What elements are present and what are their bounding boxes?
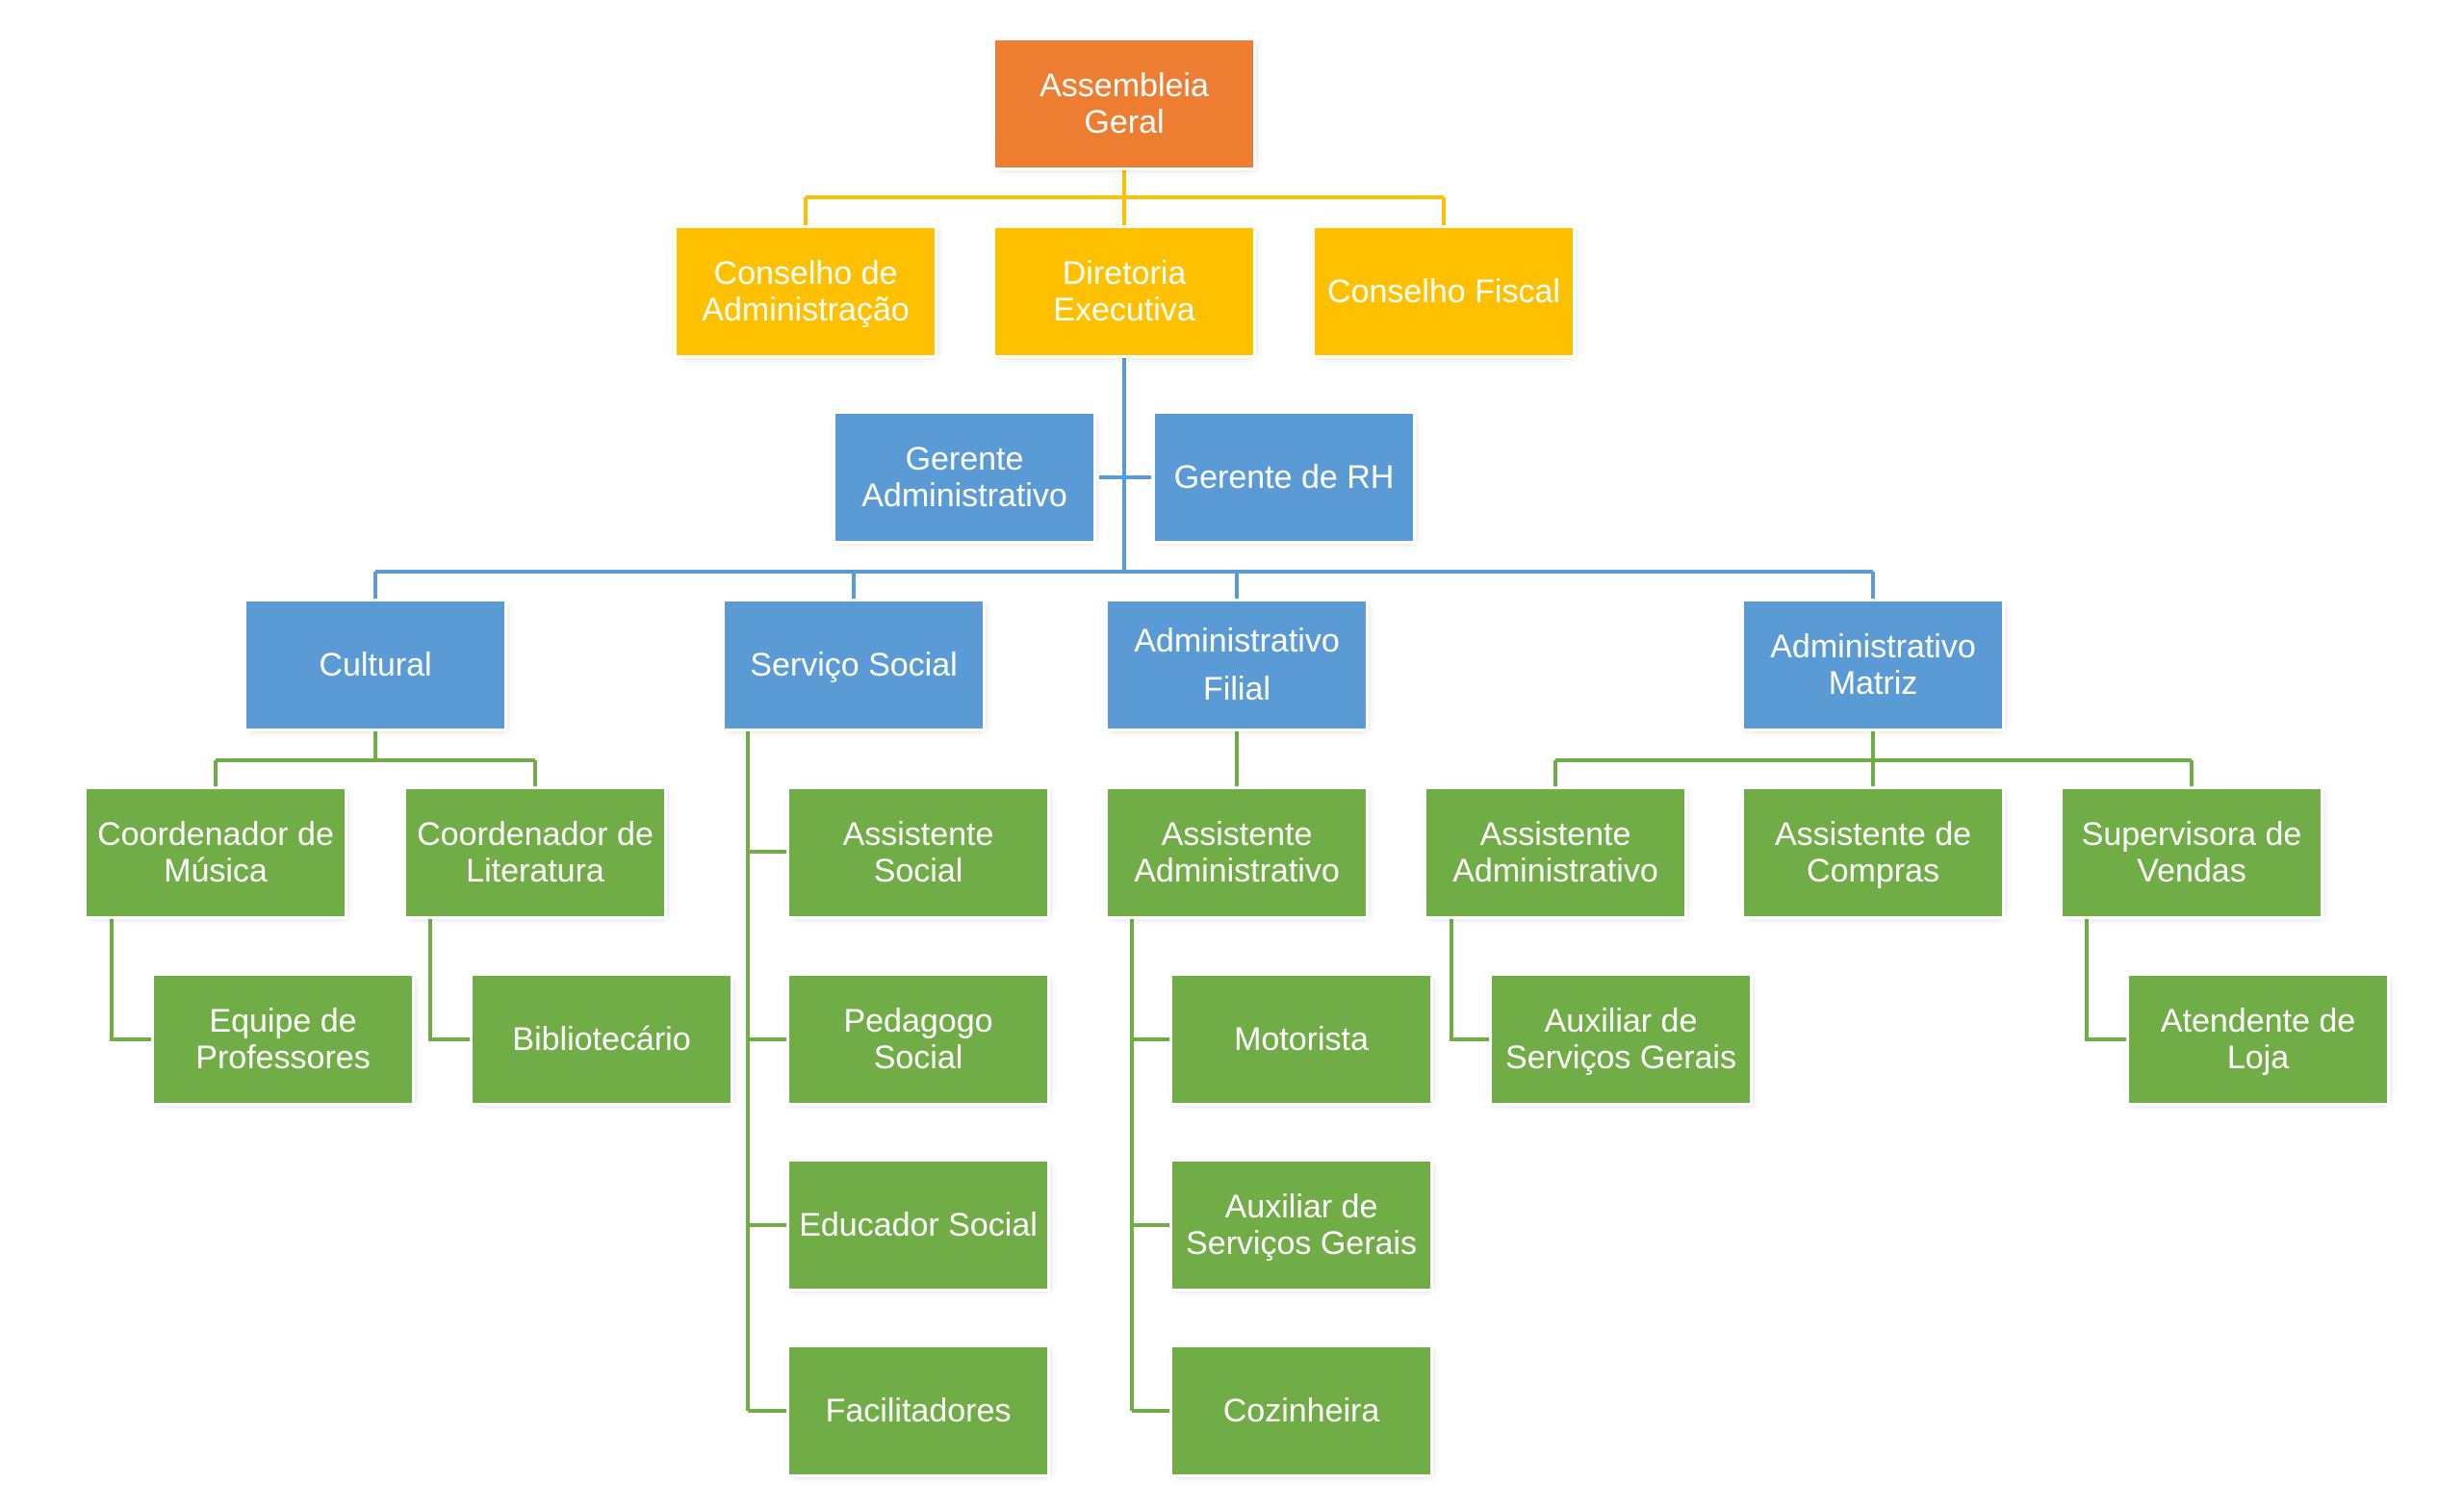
- node-label: Coordenador de Literatura: [417, 816, 654, 889]
- node-gerente-de-rh: Gerente de RH: [1155, 414, 1413, 541]
- node-label: Cozinheira: [1222, 1393, 1380, 1429]
- connector-literatura: [428, 919, 473, 1041]
- node-assistente-social: Assistente Social: [789, 789, 1047, 916]
- node-label: Serviço Social: [750, 647, 958, 683]
- node-administrativo-filial: Administrativo Filial: [1108, 601, 1366, 729]
- node-label: Gerente Administrativo: [861, 441, 1067, 514]
- node-coordenador-de-literatura: Coordenador de Literatura: [406, 789, 664, 916]
- node-facilitadores: Facilitadores: [789, 1347, 1047, 1474]
- node-label: Facilitadores: [825, 1393, 1012, 1429]
- node-gerente-administrativo: Gerente Administrativo: [835, 414, 1093, 541]
- node-conselho-fiscal: Conselho Fiscal: [1315, 228, 1573, 355]
- node-label: Pedagogo Social: [843, 1003, 993, 1076]
- node-label: Atendente de Loja: [2160, 1003, 2356, 1076]
- board-connectors: [804, 169, 1446, 228]
- node-assistente-de-compras: Assistente de Compras: [1744, 789, 2002, 916]
- node-supervisora-de-vendas: Supervisora de Vendas: [2063, 789, 2321, 916]
- node-label: Assembleia Geral: [1040, 67, 1209, 141]
- node-auxiliar-servicos-gerais-matriz: Auxiliar de Serviços Gerais: [1492, 976, 1750, 1103]
- node-cultural: Cultural: [246, 601, 504, 729]
- node-label: Educador Social: [799, 1207, 1038, 1243]
- node-label: Assistente Social: [842, 816, 994, 889]
- node-label: Supervisora de Vendas: [2081, 816, 2302, 889]
- node-cozinheira: Cozinheira: [1172, 1347, 1430, 1474]
- node-label: Conselho de Administração: [702, 255, 910, 328]
- node-auxiliar-servicos-gerais-filial: Auxiliar de Serviços Gerais: [1172, 1162, 1430, 1289]
- node-label: Auxiliar de Serviços Gerais: [1505, 1003, 1736, 1076]
- node-pedagogo-social: Pedagogo Social: [789, 976, 1047, 1103]
- connector-matriz: [1553, 731, 2194, 789]
- node-assistente-administrativo-matriz: Assistente Administrativo: [1426, 789, 1684, 916]
- node-label: Bibliotecário: [512, 1021, 691, 1058]
- node-equipe-de-professores: Equipe de Professores: [154, 976, 412, 1103]
- node-label: Gerente de RH: [1173, 459, 1395, 496]
- node-label: Administrativo Filial: [1134, 623, 1340, 707]
- node-label: Auxiliar de Serviços Gerais: [1186, 1189, 1417, 1262]
- connector-cultural: [214, 731, 537, 789]
- node-label: Administrativo Matriz: [1770, 628, 1976, 702]
- connector-assist-matriz: [1450, 919, 1492, 1041]
- node-atendente-de-loja: Atendente de Loja: [2129, 976, 2387, 1103]
- staff-connectors: [110, 731, 2194, 1413]
- node-label: Cultural: [319, 647, 432, 683]
- node-label: Assistente Administrativo: [1452, 816, 1658, 889]
- node-label: Assistente Administrativo: [1134, 816, 1340, 889]
- node-servico-social: Serviço Social: [725, 601, 983, 729]
- connector-assembleia-board: [804, 169, 1446, 228]
- node-assembleia-geral: Assembleia Geral: [995, 40, 1253, 167]
- node-label: Conselho Fiscal: [1327, 273, 1560, 310]
- connector-servico-social: [746, 731, 789, 1413]
- node-diretoria-executiva: Diretoria Executiva: [995, 228, 1253, 355]
- connector-musica: [110, 919, 154, 1041]
- connector-assist-filial: [1130, 919, 1172, 1413]
- node-label: Diretoria Executiva: [1053, 255, 1195, 328]
- node-label: Assistente de Compras: [1774, 816, 1972, 889]
- node-coordenador-de-musica: Coordenador de Música: [87, 789, 345, 916]
- node-educador-social: Educador Social: [789, 1162, 1047, 1289]
- connector-supervisora: [2085, 919, 2129, 1041]
- node-label: Motorista: [1234, 1021, 1369, 1058]
- node-label: Coordenador de Música: [97, 816, 334, 889]
- node-bibliotecario: Bibliotecário: [473, 976, 731, 1103]
- connector-departments-bus: [373, 570, 1875, 601]
- node-label: Equipe de Professores: [195, 1003, 371, 1076]
- management-connectors: [373, 354, 1875, 601]
- node-motorista: Motorista: [1172, 976, 1430, 1103]
- node-assistente-administrativo-filial: Assistente Administrativo: [1108, 789, 1366, 916]
- node-administrativo-matriz: Administrativo Matriz: [1744, 601, 2002, 729]
- node-conselho-de-administracao: Conselho de Administração: [677, 228, 935, 355]
